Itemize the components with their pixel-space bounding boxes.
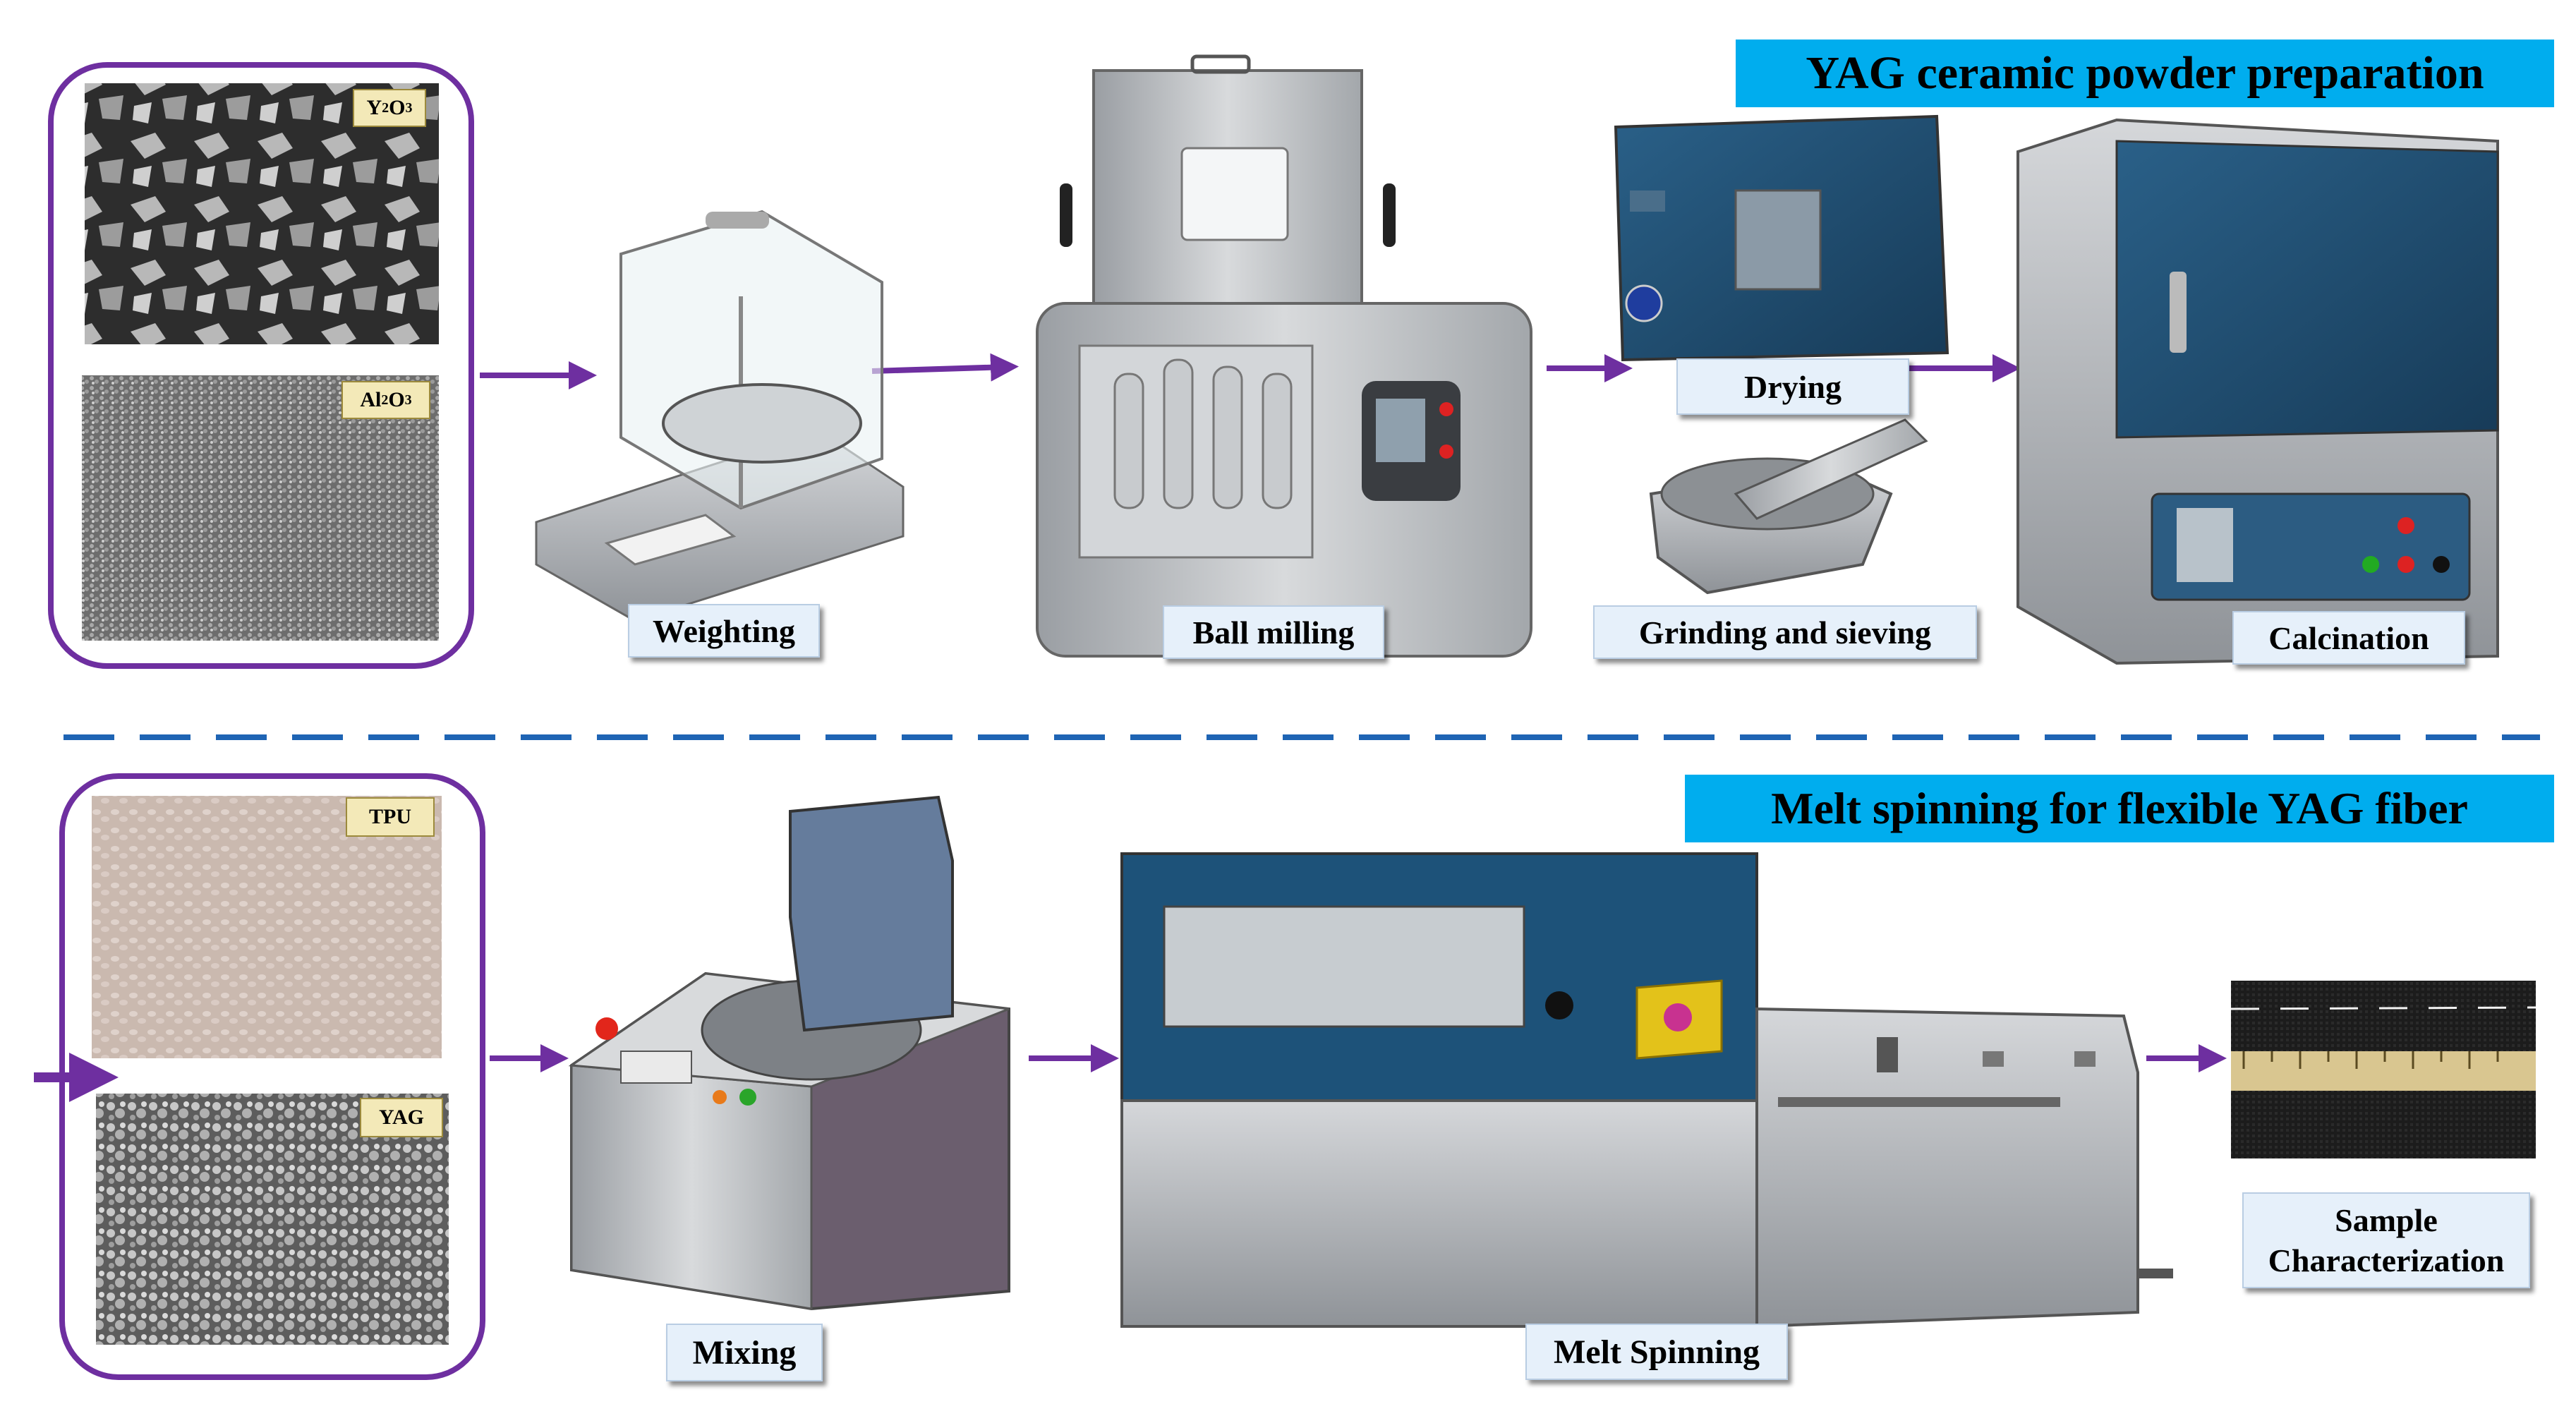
step-label-line: Sample [2335,1202,2438,1238]
tag-text: Y [366,96,382,119]
arrow [871,353,1019,382]
tag-yag: YAG [360,1098,443,1137]
tag-text: O [389,96,406,119]
muffle-furnace-icon [2016,118,2499,665]
tag-subscript: 2 [382,99,389,116]
step-label-mixing: Mixing [666,1324,823,1381]
tag-subscript: 3 [404,392,412,408]
step-label-weighting: Weighting [628,604,820,658]
section-title-bottom: Melt spinning for flexible YAG fiber [1685,775,2554,842]
drying-oven-icon [1614,114,1949,362]
step-label-calcination: Calcination [2232,611,2465,665]
mixer-icon [568,795,1010,1311]
step-label-grinding: Grinding and sieving [1593,605,1977,659]
step-label-drying: Drying [1676,358,1909,415]
tag-text: O [388,388,405,411]
melt-spinning-machine-icon [1120,852,2173,1329]
fiber-sample-photo [2230,981,2536,1158]
step-label-sample-characterization: Sample Characterization [2242,1192,2530,1288]
tpu-pellets-photo [92,796,442,1058]
step-label-ball-milling: Ball milling [1163,605,1384,659]
step-label-melt-spinning: Melt Spinning [1525,1324,1788,1380]
raw-materials-frame-bottom [59,773,485,1380]
mortar-pestle-icon [1649,418,1928,595]
analytical-balance-icon [535,210,905,622]
tag-text: Al [360,388,382,411]
raw-materials-frame-top [48,62,474,669]
tag-tpu: TPU [346,797,435,837]
step-label-line: Characterization [2268,1242,2505,1278]
ball-mill-icon [1036,54,1532,658]
tag-subscript: 2 [381,392,389,408]
sem-micrograph-al2o3 [82,375,439,641]
section-title-top: YAG ceramic powder preparation [1736,40,2554,107]
tag-subscript: 3 [405,99,413,116]
